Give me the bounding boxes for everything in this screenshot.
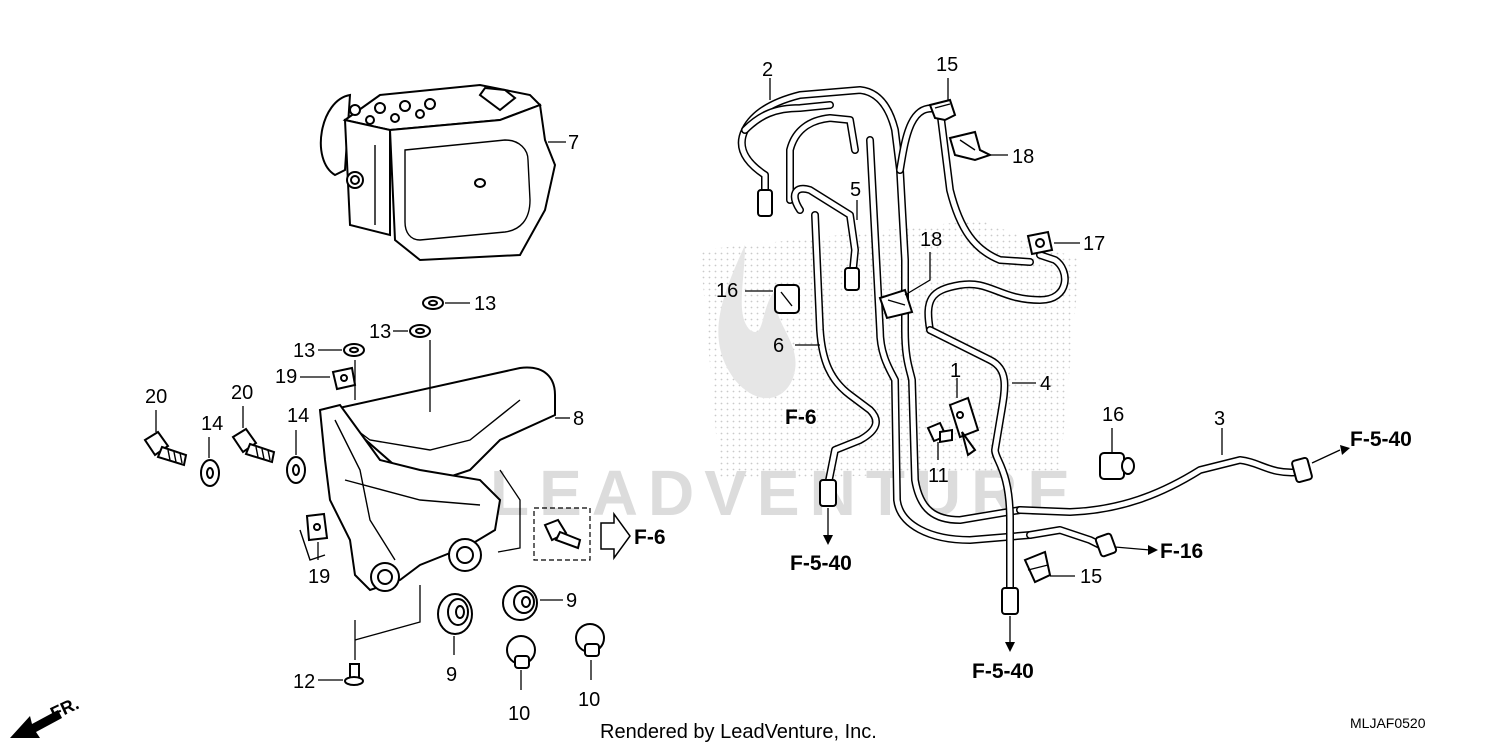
- callout-2: 2: [762, 59, 773, 81]
- credit-text: Rendered by LeadVenture, Inc.: [600, 721, 877, 743]
- front-arrow-icon: [10, 710, 62, 738]
- ref-arrow-icon: [600, 511, 631, 561]
- callout-3: 3: [1214, 408, 1225, 430]
- callout-7: 7: [568, 132, 579, 154]
- arrow-down-icon: [823, 535, 833, 545]
- screw-12[interactable]: [344, 663, 364, 686]
- ref-f5-40-left[interactable]: F-5-40: [790, 552, 852, 575]
- ref-f6-bracket[interactable]: F-6: [634, 526, 666, 549]
- grommet-9-b[interactable]: [502, 585, 538, 621]
- clamp-15-a[interactable]: [928, 98, 957, 122]
- arrow-right-icon: [1148, 545, 1158, 555]
- watermark-flame-icon: [718, 245, 796, 399]
- abs-modulator-unit[interactable]: [319, 83, 557, 262]
- bracket-bolt[interactable]: [533, 507, 591, 561]
- callout-9-b: 9: [566, 590, 577, 612]
- collar-10-b[interactable]: [575, 623, 605, 657]
- collar-10-a[interactable]: [506, 635, 536, 669]
- pipe-stay-1[interactable]: [948, 396, 980, 457]
- callout-15-a: 15: [936, 54, 958, 76]
- ref-f6-hose[interactable]: F-6: [785, 406, 817, 429]
- callout-1: 1: [950, 360, 961, 382]
- callout-18-b: 18: [920, 229, 942, 251]
- clip-17[interactable]: [1026, 230, 1054, 256]
- callout-20-b: 20: [231, 382, 253, 404]
- grommet-9-a[interactable]: [437, 593, 473, 635]
- washer-13-b[interactable]: [409, 324, 431, 338]
- brake-pipe-2[interactable]: [737, 86, 904, 217]
- washer-14-a[interactable]: [200, 459, 220, 487]
- callout-13-c: 13: [293, 340, 315, 362]
- ref-f16[interactable]: F-16: [1160, 540, 1203, 563]
- callout-18-a: 18: [1012, 146, 1034, 168]
- callout-14-a: 14: [201, 413, 223, 435]
- clamp-18-a[interactable]: [948, 130, 993, 162]
- arrow-down-icon: [1005, 642, 1015, 652]
- callout-8: 8: [573, 408, 584, 430]
- callout-16-a: 16: [716, 280, 738, 302]
- callout-13-b: 13: [369, 321, 391, 343]
- ref-f5-40-right[interactable]: F-5-40: [1350, 428, 1412, 451]
- callout-10-b: 10: [578, 689, 600, 711]
- callout-10-a: 10: [508, 703, 530, 725]
- clip-nut-19-a[interactable]: [331, 366, 357, 391]
- clamp-16-a[interactable]: [774, 284, 800, 314]
- callout-14-b: 14: [287, 405, 309, 427]
- front-direction-indicator: FR.: [10, 693, 82, 738]
- brake-hose-6[interactable]: [811, 211, 880, 507]
- washer-13-c[interactable]: [343, 343, 365, 357]
- callout-9-a: 9: [446, 664, 457, 686]
- washer-14-b[interactable]: [286, 456, 306, 484]
- ref-f5-40-bottom[interactable]: F-5-40: [972, 660, 1034, 683]
- brake-pipe-5[interactable]: [790, 184, 860, 291]
- modulator-bracket[interactable]: [299, 366, 556, 592]
- clamp-16-b[interactable]: [1099, 452, 1135, 480]
- brake-pipe-upper-loop[interactable]: [896, 104, 1034, 266]
- callout-20-a: 20: [145, 386, 167, 408]
- watermark: LEADVENTURE: [490, 220, 1080, 529]
- callout-5: 5: [850, 179, 861, 201]
- arrow-right-icon: [1340, 445, 1350, 455]
- callout-19-a: 19: [275, 366, 297, 388]
- diagram-code: MLJAF0520: [1350, 715, 1426, 731]
- callout-11: 11: [928, 465, 949, 487]
- clamp-18-b[interactable]: [878, 288, 914, 320]
- callout-17: 17: [1083, 233, 1105, 255]
- clip-nut-19-b[interactable]: [305, 512, 329, 542]
- callout-13-a: 13: [474, 293, 496, 315]
- clamp-15-b[interactable]: [1023, 550, 1052, 584]
- callout-6: 6: [773, 335, 784, 357]
- callout-4: 4: [1040, 373, 1051, 395]
- callout-12: 12: [293, 671, 315, 693]
- brake-pipe-3[interactable]: [1016, 456, 1313, 558]
- washer-13-a[interactable]: [422, 296, 444, 310]
- callout-15-b: 15: [1080, 566, 1102, 588]
- callout-19-b: 19: [308, 566, 330, 588]
- bolt-20-b[interactable]: [231, 427, 276, 464]
- brake-pipe-4[interactable]: [866, 136, 1069, 615]
- bolt-11[interactable]: [926, 421, 953, 444]
- callout-16-b: 16: [1102, 404, 1124, 426]
- bolt-20-a[interactable]: [143, 430, 188, 467]
